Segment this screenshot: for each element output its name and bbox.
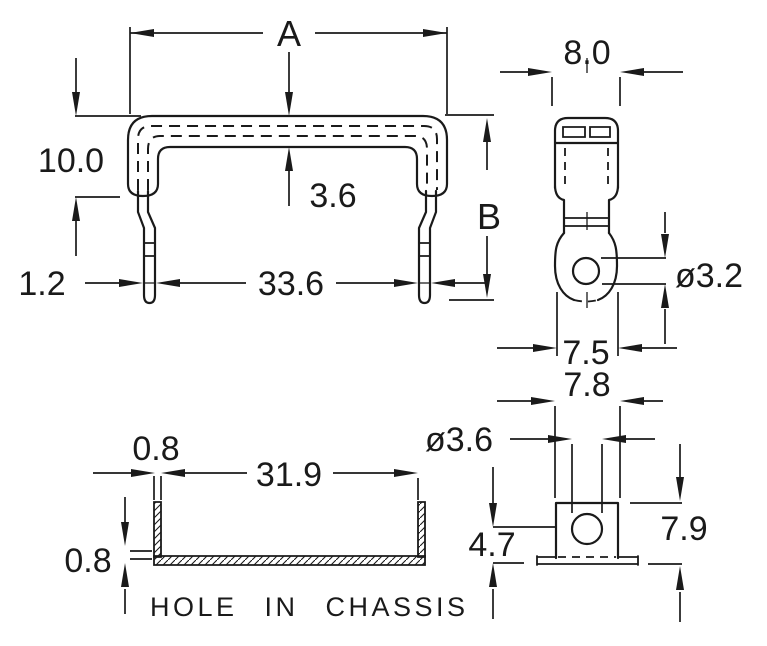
arrowheads: [489, 503, 497, 587]
arrowheads: [531, 397, 644, 405]
dim-bar-dia: 3.6: [285, 147, 357, 215]
hidden-wire-lines: [137, 125, 438, 190]
lug-body-outline: [553, 116, 620, 235]
dim-label-10-0: 10.0: [38, 142, 104, 180]
arrowheads: [130, 29, 447, 116]
dim-label-dia-3-2: ø3.2: [675, 257, 743, 295]
dim-lines: [497, 292, 677, 356]
dim-lines: [185, 472, 419, 500]
dim-overall-height: 7.9: [630, 444, 708, 622]
chassis-left-lip: [153, 501, 162, 558]
dim-leg-dia: 1.2: [18, 265, 143, 303]
dim-base-width: 7.5: [497, 292, 677, 372]
arrowheads: [156, 279, 455, 287]
dim-lines: [601, 212, 666, 344]
arrowheads: [119, 279, 143, 287]
dim-lines: [75, 58, 141, 256]
dim-label-31-9: 31.9: [256, 456, 322, 494]
dim-label-a: A: [277, 13, 301, 54]
arrowheads: [528, 68, 644, 76]
arrowheads: [533, 344, 642, 352]
leg-crimp-marks: [143, 242, 431, 257]
chassis-sheet: [153, 555, 426, 566]
dim-label-33-6: 33.6: [258, 265, 324, 303]
arrowheads: [394, 469, 418, 477]
handle-outline: [126, 114, 449, 198]
dim-lines: [500, 71, 683, 106]
dim-lines: [124, 497, 152, 614]
mount-section-view: 7.8 ø3.6 4.7 7.9: [425, 366, 708, 622]
dim-label-dia-3-6: ø3.6: [425, 421, 493, 459]
dim-lines: [492, 467, 555, 619]
lobe-outline: [553, 231, 619, 302]
dim-lines: [445, 114, 494, 301]
arrowheads: [676, 477, 684, 590]
arrowheads: [131, 469, 185, 477]
arrowheads: [285, 147, 293, 171]
dim-label-b: B: [477, 196, 501, 237]
front-view: A 3.6 10.0 1.2 33.6 B: [18, 13, 501, 305]
hidden-handle-lines: [564, 148, 609, 190]
dim-width-ref-A: A: [129, 13, 448, 116]
mount-hole: [570, 512, 604, 546]
lobe-hidden-bottom: [573, 299, 599, 303]
arrowheads: [548, 435, 626, 443]
side-view: 8.0 ø3.2 7.5: [497, 34, 743, 372]
dim-label-7-5: 7.5: [562, 334, 609, 372]
dim-label-0-8-top: 0.8: [132, 430, 179, 468]
dim-total-height-ref-B: B: [445, 114, 501, 301]
chassis-section-view: 0.8 31.9 0.8 HOLE IN CHASSIS: [64, 430, 469, 622]
right-leg: [417, 189, 438, 305]
mount-body: [554, 501, 620, 560]
arrowheads: [661, 234, 669, 308]
top-slot: [562, 126, 611, 138]
dim-lines: [497, 400, 663, 498]
dim-lip-width: 0.8: [93, 430, 185, 500]
rivet-hole: [571, 256, 601, 286]
dim-slot-width: 7.8: [497, 366, 663, 498]
flange-lines: [536, 555, 639, 566]
dim-lines: [129, 27, 448, 114]
dim-sheet-thickness: 0.8: [64, 497, 152, 614]
dim-label-7-9: 7.9: [660, 510, 707, 548]
dim-hole-length: 31.9: [185, 456, 419, 500]
arrowheads: [121, 522, 129, 587]
dim-label-4-7: 4.7: [468, 526, 515, 564]
dim-lines: [93, 472, 162, 500]
dim-leg-spacing: 33.6: [156, 265, 489, 303]
dim-height: 10.0: [38, 58, 141, 256]
dim-label-7-8: 7.8: [563, 366, 610, 404]
caption-hole-in-chassis: HOLE IN CHASSIS: [150, 592, 469, 622]
dim-lines: [510, 438, 655, 513]
dim-label-0-8-left: 0.8: [64, 542, 111, 580]
dim-label-3-6: 3.6: [309, 177, 356, 215]
dim-side-width: 8.0: [500, 34, 683, 106]
dim-label-8-0: 8.0: [563, 34, 610, 72]
dim-label-1-2: 1.2: [18, 265, 65, 303]
dim-below-chassis: 4.7: [468, 467, 555, 619]
left-leg: [136, 189, 157, 305]
chassis-right-lip: [417, 501, 426, 558]
dim-lines: [630, 444, 682, 622]
dim-hole-dia-3-2: ø3.2: [601, 212, 743, 344]
dim-hole-dia-3-6: ø3.6: [425, 421, 655, 513]
